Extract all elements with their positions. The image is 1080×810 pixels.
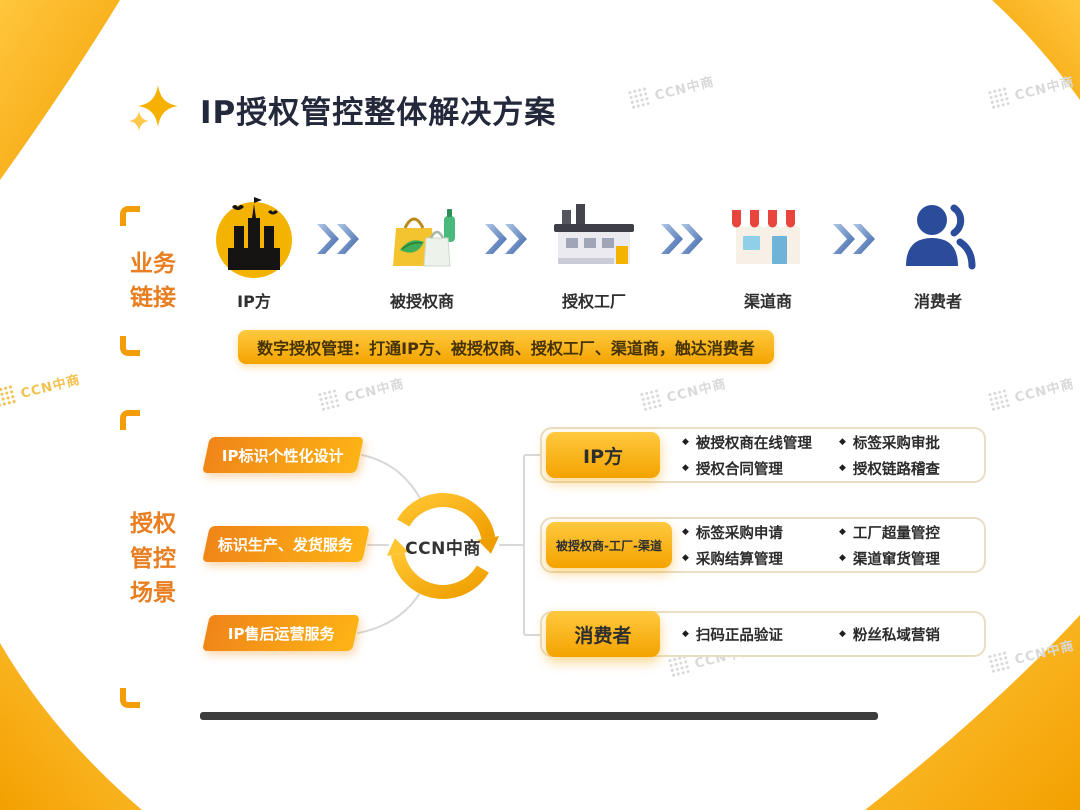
feature-item: ◆工厂超量管控 [838,525,940,542]
header: IP授权管控整体解决方案 [126,82,556,136]
ccn-logo-icon [986,387,1012,413]
group-ip: IP方 ◆被授权商在线管理 ◆授权合同管理 ◆标签采购审批 ◆授权链路稽查 [540,427,986,483]
shopping-bags-icon [393,209,455,267]
diamond-bullet-icon: ◆ [682,628,689,639]
consumer-icon [906,204,976,270]
bracket-decoration-icon [120,206,140,226]
flow-label: 授权工厂 [561,292,626,311]
ccn-hub: CCN中商 [381,484,505,608]
feature-item: ◆采购结算管理 [682,551,783,568]
section1-label: 业务 链接 [120,206,186,356]
factory-icon [554,204,634,264]
flow-label: IP方 [237,292,271,311]
diamond-bullet-icon: ◆ [838,552,846,563]
feature-item: ◆授权链路稽查 [838,461,940,478]
diamond-bullet-icon: ◆ [838,526,846,537]
diamond-bullet-icon: ◆ [838,436,846,447]
group-title-box: IP方 [546,432,660,478]
ccn-logo-icon [626,85,652,111]
flow-item-licensee: 被授权商 [378,194,466,312]
feature-item: ◆授权合同管理 [682,461,783,478]
corner-decoration-top-right [992,0,1080,100]
feature-item: ◆被授权商在线管理 [682,435,812,452]
digital-authorization-banner: 数字授权管理：打通IP方、被授权商、授权工厂、渠道商，触达消费者 [238,330,774,364]
diamond-bullet-icon: ◆ [682,436,689,447]
feature-item: ◆标签采购申请 [682,525,783,542]
feature-item: ◆粉丝私域营销 [838,627,940,644]
watermark: CCN中商 [638,372,728,413]
section1-label-text: 业务 链接 [130,250,176,312]
group-features: ◆被授权商在线管理 ◆授权合同管理 ◆标签采购审批 ◆授权链路稽查 [682,429,970,481]
chevron-right-icon [833,224,875,254]
ccn-logo-icon [666,653,692,679]
ccn-logo-icon [316,387,342,413]
page-title: IP授权管控整体解决方案 [200,94,557,131]
ccn-logo-icon [0,383,18,409]
flow-item-factory: 授权工厂 [546,194,642,312]
diamond-bullet-icon: ◆ [682,526,689,537]
bracket-decoration-icon [120,336,140,356]
business-flow: IP方 被授权商 [210,194,982,312]
watermark: CCN中商 [316,372,406,413]
watermark: CCN中商 [986,372,1076,413]
ribbon-after-sales: IP售后运营服务 [202,615,360,651]
corner-decoration-top-left [0,0,120,180]
section2-label: 授权 管控 场景 [120,410,186,708]
flow-item-channel: 渠道商 [722,194,814,312]
diamond-bullet-icon: ◆ [682,462,689,473]
feature-item: ◆渠道窜货管理 [838,551,940,568]
castle-icon [216,197,292,278]
feature-item: ◆扫码正品验证 [682,627,783,644]
bracket-decoration-icon [120,688,140,708]
chevron-right-icon [317,224,359,254]
flow-item-ip: IP方 [210,194,298,312]
diamond-bullet-icon: ◆ [838,628,846,639]
ccn-logo-icon [638,387,664,413]
bracket-decoration-icon [120,410,140,430]
corner-decoration-bottom-left [0,643,142,810]
chevron-right-icon [661,224,703,254]
chevron-right-icon [485,224,527,254]
ribbon-ip-design: IP标识个性化设计 [202,437,364,473]
group-licensee-factory-channel: 被授权商-工厂-渠道 ◆标签采购申请 ◆采购结算管理 ◆工厂超量管控 ◆渠道窜货… [540,517,986,573]
flow-label: 被授权商 [389,292,454,311]
watermark: CCN中商 [0,368,82,409]
ribbon-label-production: 标识生产、发货服务 [202,526,370,562]
feature-item: ◆标签采购审批 [838,435,940,452]
group-title-box: 消费者 [546,611,660,657]
flow-label: 消费者 [913,292,962,311]
flow-item-consumer: 消费者 [894,194,982,312]
section2-label-text: 授权 管控 场景 [130,511,176,607]
watermark: CCN中商 [626,70,716,111]
flow-label: 渠道商 [743,292,792,311]
hub-label: CCN中商 [405,538,481,559]
group-features: ◆扫码正品验证 ◆粉丝私域营销 [682,613,970,655]
group-features: ◆标签采购申请 ◆采购结算管理 ◆工厂超量管控 ◆渠道窜货管理 [682,519,970,571]
ccn-logo-icon [986,85,1012,111]
sparkle-icon [129,85,178,131]
circular-arrows-icon [386,493,500,599]
storefront-icon [732,210,804,264]
group-consumer: 消费者 ◆扫码正品验证 ◆粉丝私域营销 [540,611,986,657]
group-title-box: 被授权商-工厂-渠道 [546,522,672,568]
diamond-bullet-icon: ◆ [838,462,846,473]
bottom-bar [200,712,878,720]
diamond-bullet-icon: ◆ [682,552,689,563]
corner-decoration-bottom-right [865,615,1080,810]
